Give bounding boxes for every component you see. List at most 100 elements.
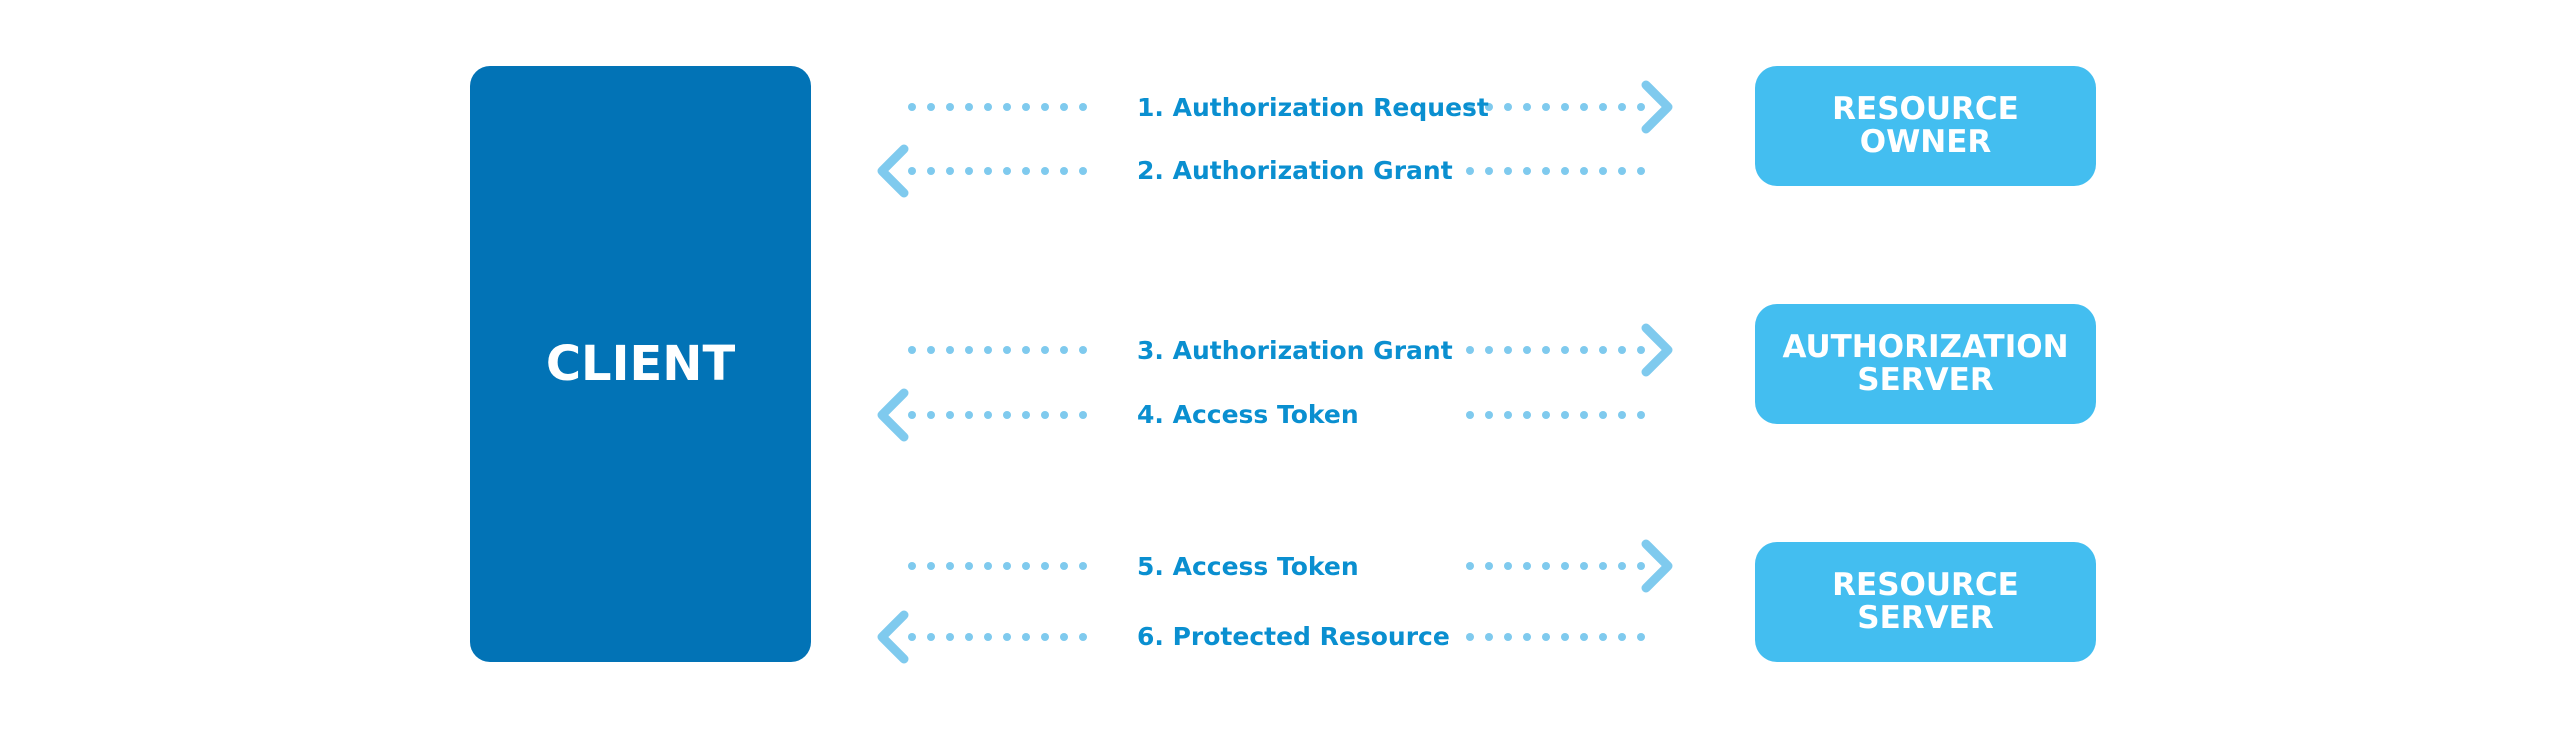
dot xyxy=(1504,167,1512,175)
dot xyxy=(1618,346,1626,354)
dot xyxy=(908,103,916,111)
dot xyxy=(1542,562,1550,570)
dot xyxy=(1060,167,1068,175)
dot xyxy=(1637,411,1645,419)
dot xyxy=(965,346,973,354)
flow-label-6: 6. Protected Resource xyxy=(1137,622,1450,651)
dot xyxy=(1561,103,1569,111)
dot xyxy=(1542,411,1550,419)
dot xyxy=(965,167,973,175)
dot xyxy=(1079,346,1087,354)
dot xyxy=(1022,633,1030,641)
dot xyxy=(1003,411,1011,419)
dot xyxy=(1079,411,1087,419)
dot xyxy=(1599,346,1607,354)
dot xyxy=(1618,411,1626,419)
dot xyxy=(1466,346,1474,354)
dot xyxy=(946,562,954,570)
dot xyxy=(927,562,935,570)
flow-1-arrowhead-right-icon xyxy=(1641,80,1673,134)
dot xyxy=(1542,103,1550,111)
dot xyxy=(1060,411,1068,419)
dot xyxy=(908,167,916,175)
flow-4-arrowhead-left-icon xyxy=(877,388,909,442)
flow-5-arrowhead-right-icon xyxy=(1641,539,1673,593)
dot xyxy=(1485,167,1493,175)
dot xyxy=(984,346,992,354)
flow-6-dots-left xyxy=(908,633,1087,641)
dot xyxy=(946,633,954,641)
dot xyxy=(1523,633,1531,641)
dot xyxy=(1003,167,1011,175)
flow-2-dots-left xyxy=(908,167,1087,175)
dot xyxy=(1523,411,1531,419)
flow-1-dots-right xyxy=(1466,103,1645,111)
dot xyxy=(1466,103,1474,111)
flow-3-arrowhead-right-icon xyxy=(1641,323,1673,377)
dot xyxy=(927,346,935,354)
flow-label-5: 5. Access Token xyxy=(1137,552,1359,581)
dot xyxy=(1079,562,1087,570)
dot xyxy=(1079,167,1087,175)
flow-label-2: 2. Authorization Grant xyxy=(1137,156,1453,185)
dot xyxy=(1485,103,1493,111)
flow-3-dots-right xyxy=(1466,346,1645,354)
dot xyxy=(1022,103,1030,111)
dot xyxy=(1599,562,1607,570)
dot xyxy=(984,167,992,175)
dot xyxy=(1041,411,1049,419)
dot xyxy=(1003,103,1011,111)
flow-5-dots-left xyxy=(908,562,1087,570)
dot xyxy=(1599,103,1607,111)
flow-label-1: 1. Authorization Request xyxy=(1137,93,1489,122)
dot xyxy=(946,411,954,419)
dot xyxy=(1580,562,1588,570)
resource-owner-label-line-1: RESOURCE xyxy=(1832,91,2019,127)
dot xyxy=(1003,346,1011,354)
dot xyxy=(1561,346,1569,354)
dot xyxy=(1022,346,1030,354)
dot xyxy=(1466,411,1474,419)
client-box: CLIENT xyxy=(470,66,811,662)
dot xyxy=(965,562,973,570)
dot xyxy=(984,562,992,570)
flow-6-dots-right xyxy=(1466,633,1645,641)
dot xyxy=(984,411,992,419)
dot xyxy=(1485,346,1493,354)
dot xyxy=(1060,346,1068,354)
flow-4-dots-right xyxy=(1466,411,1645,419)
dot xyxy=(908,562,916,570)
dot xyxy=(1079,103,1087,111)
authorization-server-label-line-2: SERVER xyxy=(1857,362,1994,398)
dot xyxy=(1466,562,1474,570)
resource-server-box: RESOURCE SERVER xyxy=(1755,542,2096,662)
flow-6-arrowhead-left-icon xyxy=(877,610,909,664)
dot xyxy=(1060,633,1068,641)
dot xyxy=(1022,167,1030,175)
dot xyxy=(1599,633,1607,641)
dot xyxy=(908,633,916,641)
flow-2-dots-right xyxy=(1466,167,1645,175)
authorization-server-box: AUTHORIZATION SERVER xyxy=(1755,304,2096,424)
dot xyxy=(1637,562,1645,570)
flow-5-dots-right xyxy=(1466,562,1645,570)
dot xyxy=(1599,411,1607,419)
dot xyxy=(1041,103,1049,111)
dot xyxy=(1485,411,1493,419)
flow-3-dots-left xyxy=(908,346,1087,354)
dot xyxy=(1580,167,1588,175)
dot xyxy=(965,411,973,419)
dot xyxy=(1618,562,1626,570)
dot xyxy=(1466,167,1474,175)
dot xyxy=(1003,562,1011,570)
authorization-server-label-line-1: AUTHORIZATION xyxy=(1782,329,2069,365)
dot xyxy=(1041,167,1049,175)
dot xyxy=(1060,562,1068,570)
dot xyxy=(1041,562,1049,570)
dot xyxy=(1580,103,1588,111)
dot xyxy=(1618,167,1626,175)
flow-1-dots-left xyxy=(908,103,1087,111)
dot xyxy=(946,346,954,354)
